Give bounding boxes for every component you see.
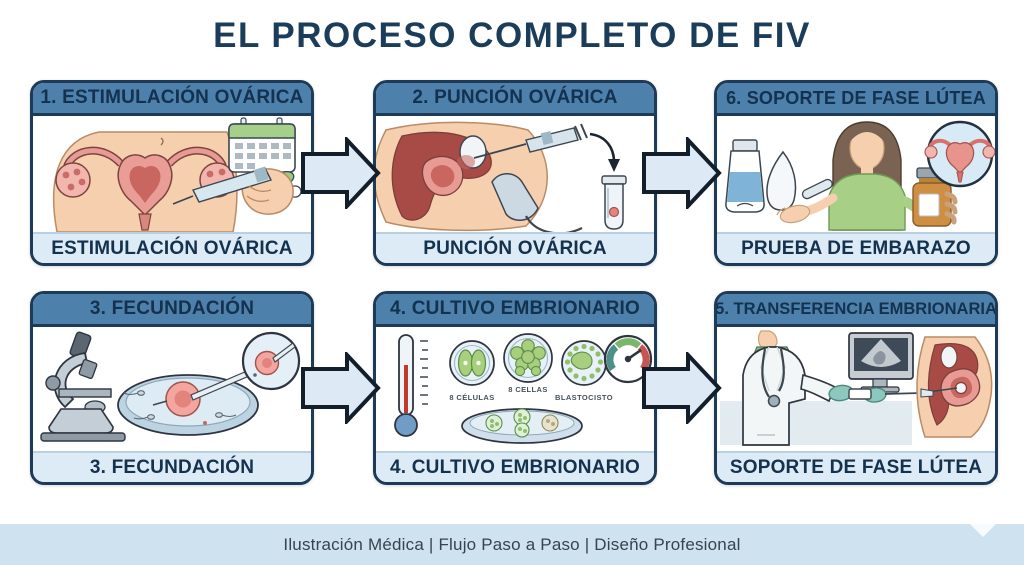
panel-step-2-ovarian-puncture: 2. PUNCIÓN OVÁRICA xyxy=(373,80,657,266)
panel-header: 2. PUNCIÓN OVÁRICA xyxy=(376,83,654,116)
panel-header: 3. FECUNDACIÓN xyxy=(33,294,311,327)
test-tube-icon xyxy=(601,175,627,230)
gauge-icon xyxy=(603,334,653,384)
calendar-icon xyxy=(228,117,296,173)
page-title: EL PROCESO COMPLETO DE FIV xyxy=(213,16,811,55)
woman-icon xyxy=(776,121,928,231)
uterus-cross-section-icon xyxy=(916,336,993,438)
panel-caption: ESTIMULACIÓN OVÁRICA xyxy=(33,232,311,263)
aspiration-needle-icon xyxy=(457,123,588,169)
panel-step-6-luteal-phase-support: 6. SOPORTE DE FASE LÚTEA xyxy=(714,80,998,266)
panel-illustration-area xyxy=(376,116,654,232)
culture-dish-icon xyxy=(461,408,583,444)
uterus-inset-icon xyxy=(924,120,995,188)
petri-dish-icon xyxy=(117,370,259,436)
microscope-icon xyxy=(40,331,126,442)
embryo-stage-label-1: 8 CÉLULAS xyxy=(449,393,494,402)
flow-arrow-step2-to-step6 xyxy=(642,137,722,209)
panel-caption: SOPORTE DE FASE LÚTEA xyxy=(717,451,995,482)
flow-arrow-step1-to-step2 xyxy=(301,137,381,209)
pill-bottle-icon xyxy=(912,167,958,227)
footer-credit-text: Ilustración Médica | Flujo Paso a Paso |… xyxy=(283,534,741,554)
footer-band: Ilustración Médica | Flujo Paso a Paso |… xyxy=(0,524,1024,565)
ultrasound-monitor-icon xyxy=(848,332,914,393)
ovarian-stimulation-illustration xyxy=(52,117,302,232)
doctor-icon xyxy=(742,330,922,446)
panel-step-1-ovarian-stimulation: 1. ESTIMULACIÓN OVÁRICA xyxy=(30,80,314,266)
flow-arrow-step4-to-step5 xyxy=(642,352,722,424)
dish-embryos xyxy=(485,408,559,438)
flow-arrow-step3-to-step4 xyxy=(301,352,381,424)
eight-cell-embryo-icon xyxy=(503,333,553,383)
embryo-stage-label-2: 8 CELLAS xyxy=(508,385,547,394)
panel-illustration-area xyxy=(33,327,311,451)
ultrasound-probe-icon xyxy=(491,173,583,232)
panel-step-5-embryo-transfer: 5. TRANSFERENCIA EMBRIONARIA xyxy=(714,291,998,485)
panel-illustration-area xyxy=(33,116,311,232)
cream-tube-icon xyxy=(725,139,765,213)
thermometer-icon xyxy=(394,334,428,437)
luteal-support-illustration xyxy=(725,120,995,231)
panel-illustration-area: 8 CÉLULAS 8 CELLAS xyxy=(376,327,654,451)
embryo-culture-illustration: 8 CÉLULAS 8 CELLAS xyxy=(394,333,653,444)
blastocyst-icon xyxy=(561,340,607,386)
applicator-icon xyxy=(801,178,833,200)
panel-caption: PUNCIÓN OVÁRICA xyxy=(376,232,654,263)
panel-illustration-area xyxy=(717,327,995,451)
two-cell-embryo-icon xyxy=(449,340,495,386)
panel-header: 4. CULTIVO EMBRIONARIO xyxy=(376,294,654,327)
watermark-triangle-icon xyxy=(964,518,1002,537)
fertilization-illustration xyxy=(40,331,301,442)
panel-header: 6. SOPORTE DE FASE LÚTEA xyxy=(717,83,995,116)
embryo-stage-label-3: BLASTOCISTO xyxy=(555,393,613,402)
panel-header: 1. ESTIMULACIÓN OVÁRICA xyxy=(33,83,311,116)
panel-header: 5. TRANSFERENCIA EMBRIONARIA xyxy=(717,294,995,327)
panel-caption: PRUEBA DE EMBARAZO xyxy=(717,232,995,263)
curved-arrow-icon xyxy=(589,132,620,172)
panel-caption: 4. CULTIVO EMBRIONARIO xyxy=(376,451,654,482)
panel-step-4-embryo-culture: 4. CULTIVO EMBRIONARIO xyxy=(373,291,657,485)
embryo-transfer-illustration xyxy=(720,330,993,446)
ovarian-puncture-illustration xyxy=(376,121,627,232)
egg-zoom-inset-icon xyxy=(241,331,301,391)
female-pelvis-icon xyxy=(52,131,238,232)
sperm-icon xyxy=(123,390,237,420)
panel-illustration-area xyxy=(717,116,995,232)
panel-caption: 3. FECUNDACIÓN xyxy=(33,451,311,482)
panel-step-3-fertilization: 3. FECUNDACIÓN xyxy=(30,291,314,485)
injection-pen-hand-icon xyxy=(172,166,294,215)
suppository-icon xyxy=(766,150,797,211)
